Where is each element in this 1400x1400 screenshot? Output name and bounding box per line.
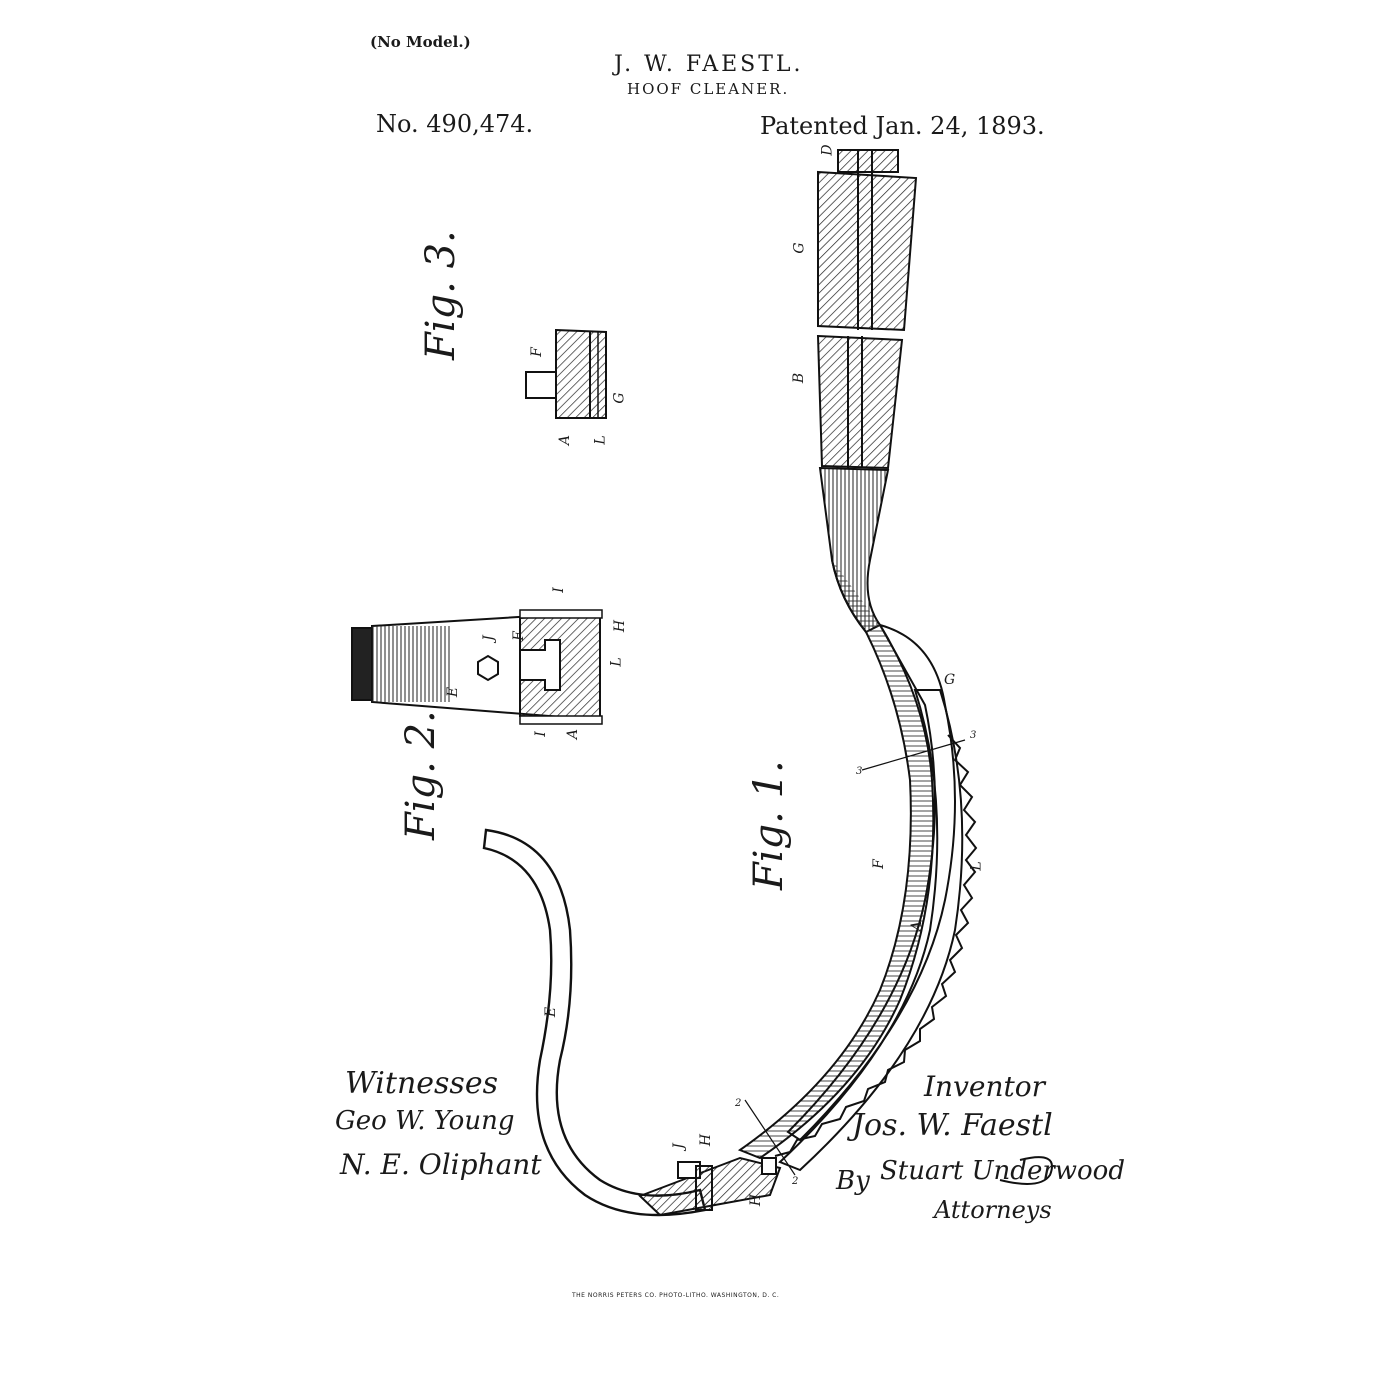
witness-1-signature: Geo W. Young	[335, 1106, 515, 1136]
ref-j-fig1: J	[670, 1143, 687, 1149]
patent-title: HOOF CLEANER.	[627, 80, 790, 98]
ref-sec2-bottom: 2	[792, 1176, 799, 1187]
inventor-signature: Jos. W. Faestl	[852, 1108, 1053, 1143]
ref-d: D	[819, 144, 836, 156]
ref-h-fig1-bottom: H	[748, 1193, 765, 1207]
fig2-drawing	[351, 609, 603, 725]
fig1-section-lines	[744, 739, 966, 1176]
witnesses-heading: Witnesses	[345, 1066, 498, 1101]
ref-a-fig1: A	[909, 920, 926, 932]
inventor-heading: Inventor	[924, 1070, 1046, 1103]
patent-number: No. 490,474.	[376, 110, 534, 138]
patent-date: Patented Jan. 24, 1893.	[760, 112, 1045, 140]
ref-g-blade: G	[944, 672, 956, 688]
fig1-hook	[482, 828, 782, 1217]
by-label: By	[836, 1166, 870, 1196]
ref-j-fig2: J	[480, 635, 497, 641]
printer-credit: THE NORRIS PETERS CO. PHOTO-LITHO. WASHI…	[572, 1292, 780, 1299]
ref-h-fig1-top: H	[698, 1133, 715, 1147]
ref-l-fig1: L	[968, 861, 985, 871]
fig1-serrated-blade	[774, 689, 978, 1172]
ref-f-fig3: F	[528, 347, 545, 357]
witness-2-signature: N. E. Oliphant	[340, 1148, 542, 1181]
ref-b: B	[791, 372, 808, 384]
ref-g-handle: G	[791, 242, 808, 254]
fig2-label: Fig. 2.	[398, 710, 444, 840]
ref-sec3-left: 3	[856, 766, 863, 777]
no-model-note: (No Model.)	[370, 33, 471, 51]
ref-i-fig2-bottom: I	[532, 731, 549, 737]
fig3-label: Fig. 3.	[418, 230, 464, 360]
ref-i-fig2-top: I	[550, 587, 567, 593]
fig1-handle	[816, 149, 918, 470]
ref-g-fig3: G	[611, 392, 628, 404]
attorney-signature: Stuart Underwood	[880, 1156, 1125, 1186]
ref-l-fig2: L	[608, 657, 625, 667]
fig3-drawing	[525, 328, 607, 419]
fig1-shank	[737, 466, 956, 1160]
attorneys-heading: Attorneys	[934, 1196, 1052, 1224]
signature-flourish	[999, 1156, 1053, 1185]
ref-a-fig2: A	[565, 728, 582, 740]
ref-e-fig1: E	[543, 1006, 560, 1018]
ref-a-fig3: A	[557, 434, 574, 446]
ref-l-fig3: L	[592, 435, 609, 445]
ref-f-fig1: F	[870, 859, 887, 869]
ref-sec2-top: 2	[735, 1098, 742, 1109]
inventor-name: J. W. FAESTL.	[614, 52, 804, 77]
ref-f-fig2: F	[510, 631, 527, 641]
ref-h-fig2: H	[612, 619, 629, 633]
ref-sec3-right: 3	[970, 730, 977, 741]
fig1-label: Fig. 1.	[746, 760, 792, 890]
ref-e-fig2: E	[445, 686, 462, 698]
